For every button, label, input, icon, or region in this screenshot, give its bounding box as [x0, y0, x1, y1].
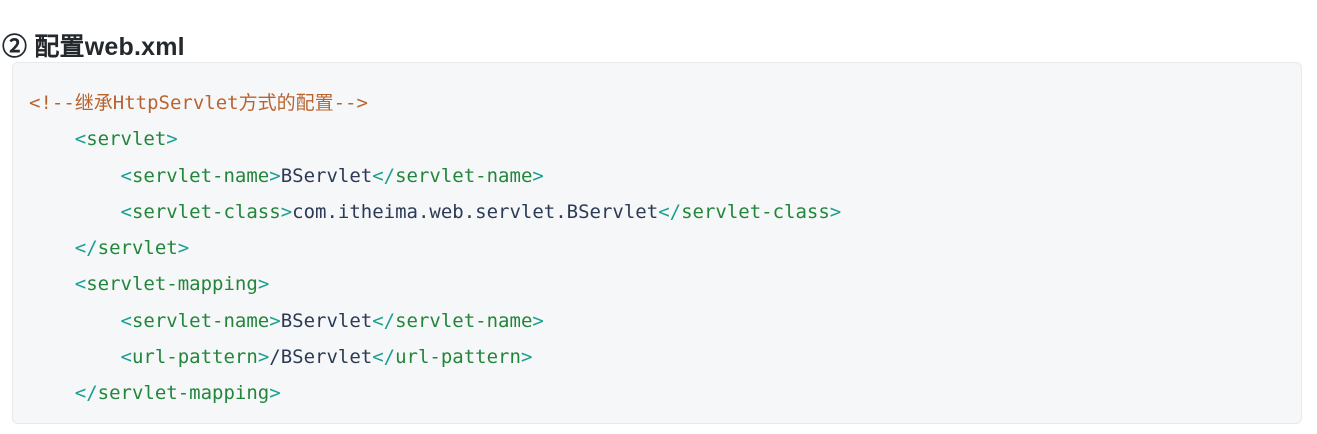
code-token-punc: >: [280, 200, 293, 223]
code-token-punc: >: [532, 309, 544, 332]
code-token-text: com.itheima.web.servlet.BServlet: [292, 200, 659, 223]
code-line: <servlet-name>BServlet</servlet-name>: [29, 303, 1301, 339]
code-token-punc: >: [532, 164, 544, 187]
code-token-punc: >: [177, 237, 190, 260]
code-line: <servlet-mapping>: [29, 266, 1301, 302]
code-indent: [29, 382, 75, 404]
code-line: <!--继承HttpServlet方式的配置-->: [29, 85, 1301, 121]
code-token-tag: url-pattern: [395, 346, 521, 369]
code-indent: [29, 128, 75, 150]
code-token-text: /BServlet: [269, 346, 373, 369]
code-token-punc: </: [372, 346, 396, 369]
code-token-text: BServlet: [280, 164, 373, 187]
code-token-punc: >: [257, 346, 270, 369]
code-indent: [29, 310, 121, 332]
code-token-punc: >: [166, 128, 178, 151]
code-lines-container: <!--继承HttpServlet方式的配置--> <servlet> <ser…: [13, 63, 1301, 423]
page-title: ② 配置web.xml: [2, 32, 185, 61]
code-token-punc: <: [120, 164, 132, 187]
code-token-punc: </: [658, 200, 682, 223]
code-line: <url-pattern>/BServlet</url-pattern>: [29, 339, 1301, 375]
code-token-tag: servlet-mapping: [86, 273, 258, 296]
code-token-punc: >: [520, 346, 533, 369]
code-token-tag: servlet-class: [131, 200, 281, 223]
code-token-punc: >: [269, 382, 281, 405]
code-token-punc: </: [74, 382, 98, 405]
code-indent: [29, 273, 75, 295]
code-token-punc: >: [829, 200, 842, 223]
code-line: </servlet>: [29, 230, 1301, 266]
code-token-punc: <: [120, 309, 132, 332]
code-token-tag: servlet-name: [395, 164, 533, 187]
code-token-punc: <: [120, 346, 132, 369]
code-indent: [29, 237, 75, 259]
code-token-tag: servlet-name: [131, 164, 270, 187]
code-line: <servlet-class>com.itheima.web.servlet.B…: [29, 194, 1301, 230]
code-token-tag: servlet: [97, 237, 178, 260]
code-indent: [29, 201, 121, 223]
code-indent: [29, 346, 121, 368]
code-token-punc: </: [74, 237, 98, 260]
code-token-punc: </: [372, 164, 396, 187]
code-line: <servlet-name>BServlet</servlet-name>: [29, 158, 1301, 194]
code-token-tag: servlet: [86, 128, 167, 151]
code-token-punc: <: [120, 200, 132, 223]
code-line: <servlet>: [29, 121, 1301, 157]
code-token-punc: <: [74, 273, 87, 296]
code-token-tag: servlet-mapping: [97, 382, 270, 405]
code-token-comment: <!--继承HttpServlet方式的配置-->: [29, 92, 368, 114]
code-token-tag: servlet-name: [131, 309, 270, 332]
code-token-punc: >: [269, 309, 281, 332]
code-block: <!--继承HttpServlet方式的配置--> <servlet> <ser…: [12, 62, 1302, 424]
code-token-punc: </: [372, 309, 396, 332]
code-indent: [29, 165, 121, 187]
code-token-punc: >: [257, 273, 270, 296]
code-token-punc: >: [269, 164, 281, 187]
code-token-punc: <: [74, 128, 87, 151]
code-line: </servlet-mapping>: [29, 375, 1301, 411]
code-token-tag: url-pattern: [131, 346, 258, 369]
code-token-text: BServlet: [280, 309, 373, 332]
code-token-tag: servlet-name: [395, 309, 533, 332]
code-token-tag: servlet-class: [681, 200, 830, 223]
